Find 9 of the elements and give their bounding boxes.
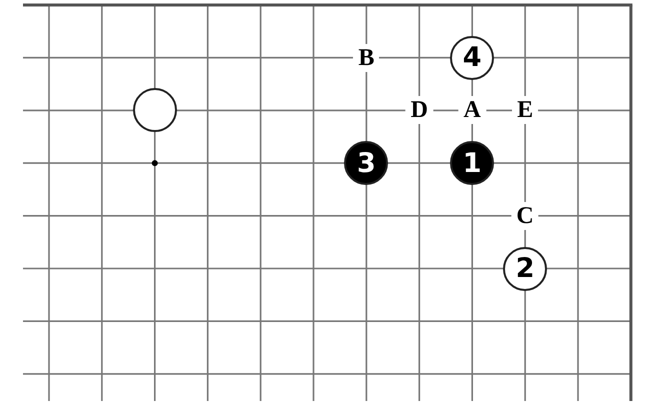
numbered-stone: 2: [503, 246, 548, 290]
point-letter: C: [511, 202, 539, 230]
numbered-stone: 4: [450, 36, 494, 80]
point-letter: B: [353, 44, 380, 72]
numbered-stone: 1: [450, 141, 494, 186]
numbered-stone: 3: [344, 141, 388, 186]
point-letter: E: [512, 96, 538, 124]
point-letter: D: [406, 96, 433, 124]
point-letter: A: [458, 96, 486, 124]
